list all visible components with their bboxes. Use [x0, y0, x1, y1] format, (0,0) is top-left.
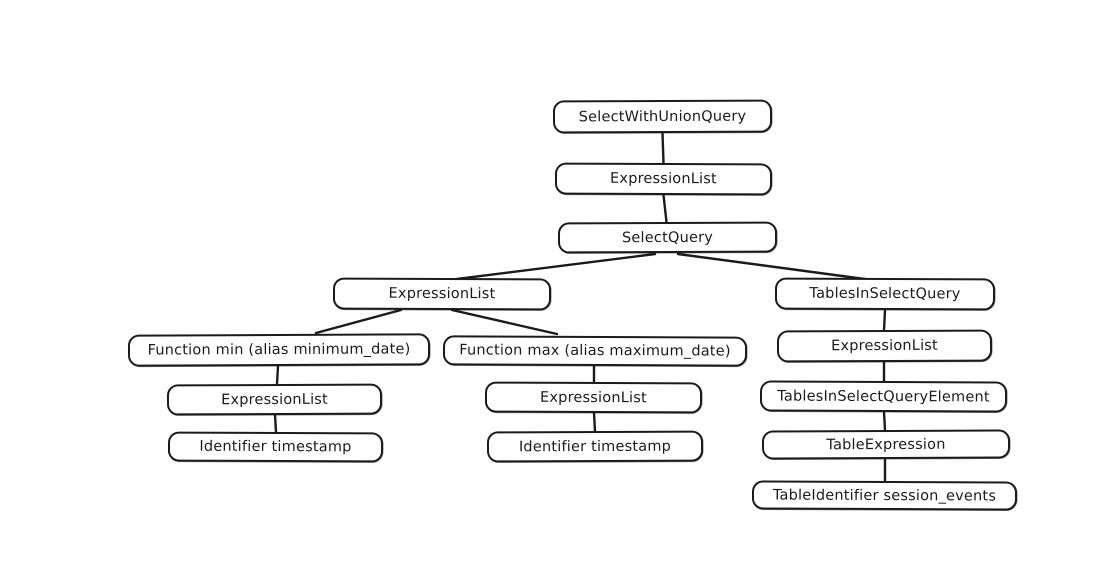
node-identifier-timestamp-max: Identifier timestamp — [486, 430, 704, 463]
edge-functionmin-expressionlist — [275, 364, 280, 386]
edge-selectwithunionquery-expressionlist — [661, 131, 665, 165]
edge-expressionlist-identifiertimestamp-max — [592, 411, 597, 433]
edge-expressionlist-functionmax — [450, 308, 559, 336]
node-select-with-union-query: SelectWithUnionQuery — [552, 99, 773, 134]
edge-selectquery-tablesinselectquery — [676, 252, 874, 282]
node-function-max: Function max (alias maximum_date) — [442, 335, 748, 367]
node-table-expression: TableExpression — [761, 429, 1011, 460]
edge-expressionlist-identifiertimestamp-min — [273, 413, 278, 434]
node-identifier-timestamp-min: Identifier timestamp — [167, 431, 384, 463]
edge-expressionlist-selectquery — [662, 193, 668, 224]
node-table-identifier-session-events: TableIdentifier session_events — [751, 480, 1018, 511]
edge-tablesinselectquery-expressionlist — [882, 308, 887, 332]
node-expression-list-min: ExpressionList — [166, 383, 383, 416]
node-expression-list-root: ExpressionList — [554, 162, 773, 196]
node-tables-in-select-query-element: TablesInSelectQueryElement — [759, 380, 1008, 413]
node-tables-in-select-query: TablesInSelectQuery — [774, 277, 996, 311]
node-function-min: Function min (alias minimum_date) — [127, 333, 431, 367]
edge-selectquery-expressionlist-left — [455, 252, 657, 281]
edge-tablesinselectqueryelement-tableexpression — [882, 410, 887, 432]
edge-expressionlist-functionmin — [314, 308, 403, 335]
node-expression-list-tables: ExpressionList — [776, 329, 993, 363]
node-expression-list-select: ExpressionList — [332, 277, 552, 311]
node-expression-list-max: ExpressionList — [484, 381, 703, 414]
node-select-query: SelectQuery — [557, 221, 778, 254]
